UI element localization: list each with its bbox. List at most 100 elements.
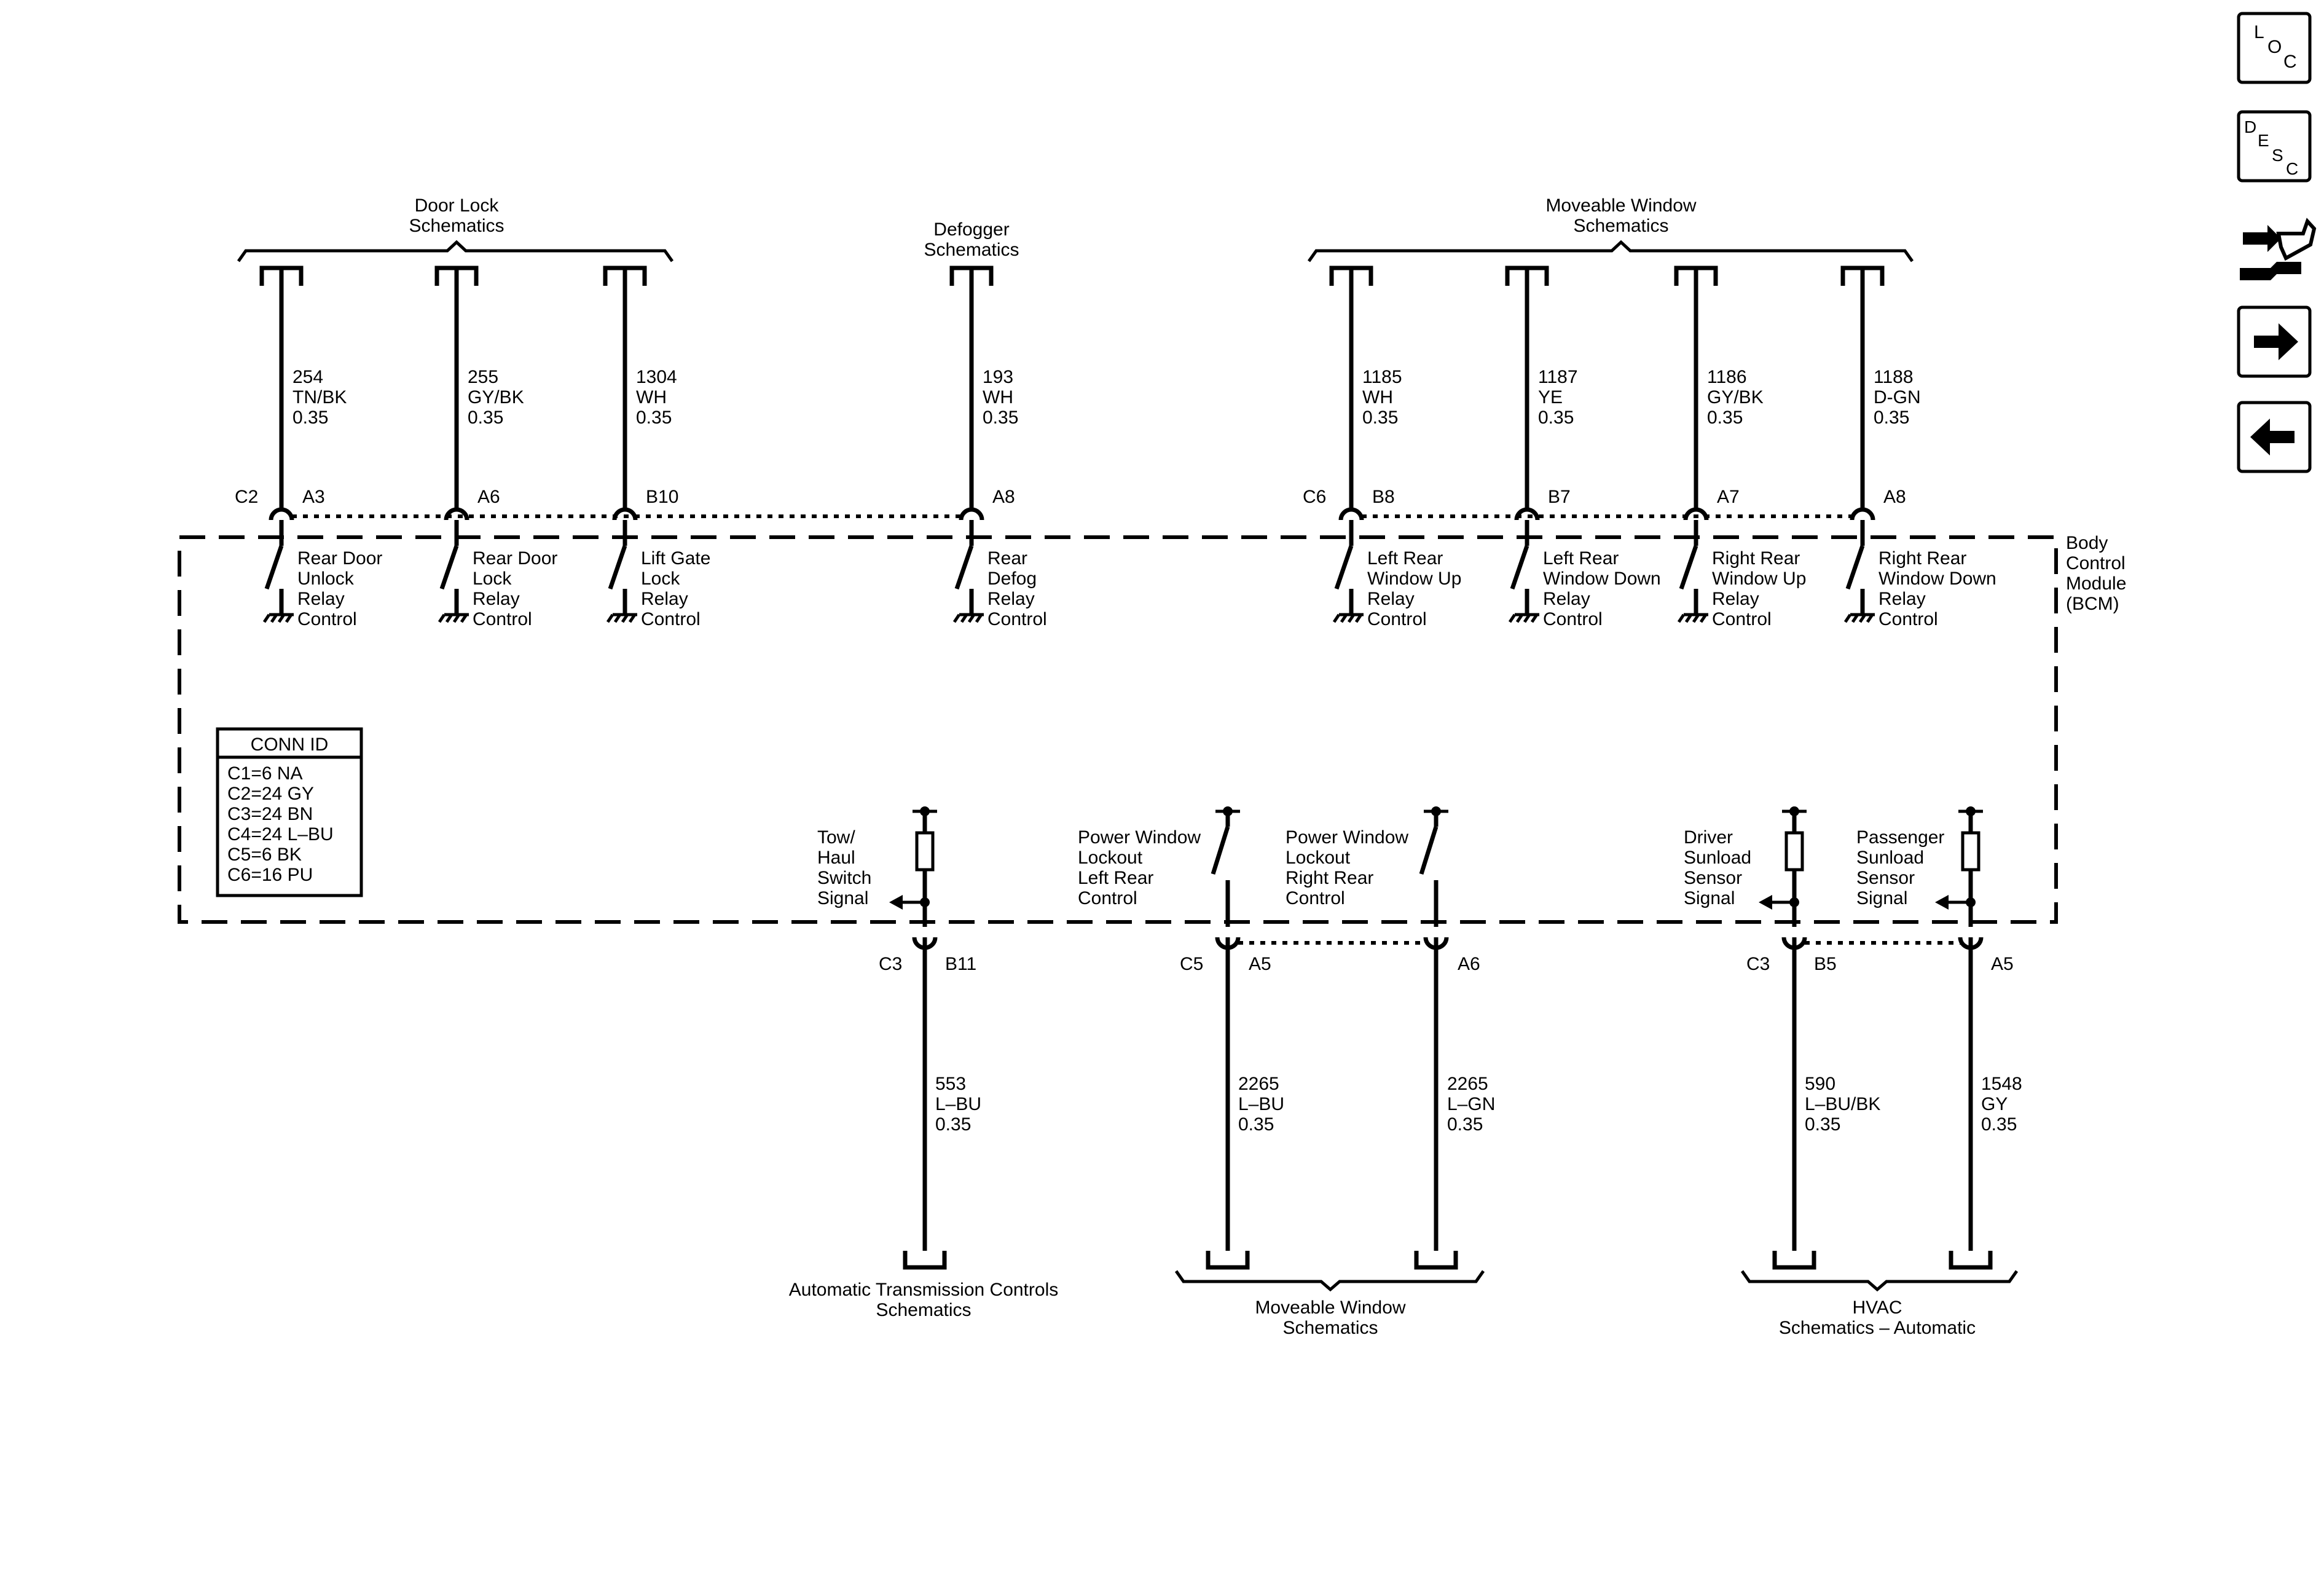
door-lock-brace: [237, 240, 674, 262]
relay-label-2: Window Down: [1878, 569, 1996, 589]
bottom-label-4: Control: [1078, 888, 1137, 908]
bottom-circuit-2265-right: Power Window Lockout Right Rear Control: [1286, 806, 1448, 927]
bcm-label-2: Control: [2066, 553, 2126, 573]
bottom-label-1: Driver: [1684, 827, 1733, 848]
bottom-label-4: Signal: [1684, 888, 1735, 908]
relay-label-3: Relay: [987, 589, 1035, 609]
signal-arrow-icon: [1935, 895, 1949, 910]
top-wire-color: GY/BK: [1707, 387, 1764, 408]
connector-repair-icon[interactable]: [2240, 218, 2317, 280]
bottom-connector: C5: [1180, 954, 1203, 974]
double-arrow-part: [2243, 225, 2281, 252]
relay-label-2: Window Up: [1367, 569, 1461, 589]
relay-label-3: Relay: [1712, 589, 1759, 609]
previous-page-button[interactable]: [2237, 401, 2312, 473]
bottom-terminal: [1414, 1251, 1458, 1270]
lockout-switch: [1419, 825, 1439, 875]
moveable-window-top-group: Moveable Window Schematics: [1307, 195, 1914, 262]
top-wire-gauge: 0.35: [636, 408, 672, 428]
relay-label-3: Relay: [641, 589, 688, 609]
desc-letter: D: [2244, 117, 2256, 136]
bottom-connector: C3: [1746, 954, 1770, 974]
relay-label-2: Defog: [987, 569, 1037, 589]
bottom-circuit-number: 2265: [1238, 1074, 1279, 1094]
top-circuit-1188: 1188 D-GN 0.35 A8 Right Rear Window Down…: [1840, 266, 1996, 629]
loc-letter: C: [2283, 52, 2297, 72]
bottom-pin: B11: [945, 954, 976, 974]
connector-pin-arc: [959, 507, 984, 521]
bottom-circuit-553: Tow/ Haul Switch Signal: [817, 806, 937, 927]
top-pin: B10: [646, 487, 678, 507]
top-wire-gauge: 0.35: [1362, 408, 1398, 428]
top-wire-color: TN/BK: [292, 387, 347, 408]
top-wire-gauge: 0.35: [468, 408, 503, 428]
top-circuit-number: 1185: [1362, 367, 1402, 387]
bcm-label-1: Body: [2066, 533, 2108, 553]
relay-switch: [1845, 545, 1865, 590]
hvac-group: HVAC Schematics – Automatic: [1740, 1270, 2019, 1338]
bcm-module-outline: [178, 535, 2058, 924]
moveable-window-top-title-2: Schematics: [1573, 216, 1668, 236]
defogger-title-1: Defogger: [933, 219, 1009, 240]
desc-letter: S: [2272, 146, 2283, 165]
conn-id-row: C2=24 GY: [227, 784, 314, 804]
top-circuit-number: 1187: [1538, 367, 1578, 387]
connector-repair-button[interactable]: [2240, 218, 2317, 280]
bcm-module-label: Body Control Module (BCM): [2066, 533, 2126, 614]
moveable-window-bottom-title-2: Schematics: [1282, 1318, 1378, 1338]
relay-switch: [264, 545, 284, 590]
door-lock-group: Door Lock Schematics: [237, 195, 674, 262]
trans-title-1: Automatic Transmission Controls: [789, 1280, 1059, 1300]
bottom-wires: C3 B11 553 L–BU 0.35 C5 A5 2265 L–BU 0.3…: [879, 937, 2022, 1270]
relay-label-1: Left Rear: [1543, 548, 1619, 569]
conn-id-row: C1=6 NA: [227, 763, 303, 784]
top-wire-color: WH: [1362, 387, 1393, 408]
bottom-circuit-number: 1548: [1981, 1074, 2022, 1094]
relay-label-1: Rear: [987, 548, 1027, 569]
bottom-terminal: [1772, 1251, 1816, 1270]
relay-label-2: Window Up: [1712, 569, 1806, 589]
ground-icon: [262, 613, 294, 623]
relay-label-4: Control: [1367, 609, 1427, 629]
top-circuit-number: 1304: [636, 367, 677, 387]
top-circuit-1304: 1304 WH 0.35 B10 Lift Gate Lock Relay Co…: [603, 266, 710, 629]
bottom-label-2: Lockout: [1286, 848, 1351, 868]
previous-arrow-icon[interactable]: [2250, 419, 2295, 455]
top-pin: B8: [1372, 487, 1395, 507]
trans-controls-group: Automatic Transmission Controls Schemati…: [789, 1280, 1059, 1320]
bottom-circuit-number: 553: [935, 1074, 966, 1094]
relay-switch: [439, 545, 459, 590]
loc-icon[interactable]: [2237, 12, 2312, 84]
connector-pin-arc: [1850, 507, 1875, 521]
ground-icon: [606, 613, 637, 623]
conn-id-title: CONN ID: [251, 734, 329, 755]
connector-body-part: [2276, 218, 2317, 261]
relay-switch: [1334, 545, 1354, 590]
top-circuit-number: 1188: [1874, 367, 1914, 387]
top-wire-color: D-GN: [1874, 387, 1921, 408]
ground-icon: [952, 613, 984, 623]
desc-button[interactable]: D E S C: [2237, 110, 2312, 183]
wrench-part: [2240, 262, 2301, 280]
next-arrow-icon[interactable]: [2254, 323, 2298, 360]
loc-button[interactable]: L O C: [2237, 12, 2312, 84]
bottom-label-2: Sunload: [1856, 848, 1924, 868]
top-circuit-255: 255 GY/BK 0.35 A6 Rear Door Lock Relay C…: [434, 266, 557, 629]
hvac-title-2: Schematics – Automatic: [1779, 1318, 1976, 1338]
bottom-pin: A6: [1458, 954, 1480, 974]
bottom-label-1: Power Window: [1286, 827, 1408, 848]
pullup-resistor: [1784, 831, 1804, 872]
relay-label-4: Control: [297, 609, 357, 629]
relay-label-1: Rear Door: [473, 548, 557, 569]
conn-id-frame: [216, 727, 363, 897]
bottom-label-2: Sunload: [1684, 848, 1751, 868]
bottom-pin: B5: [1814, 954, 1837, 974]
door-lock-title-1: Door Lock: [415, 195, 500, 216]
bottom-circuit-590: Driver Sunload Sensor Signal: [1684, 806, 1807, 927]
signal-arrow-icon: [889, 895, 903, 910]
bottom-wire-color: L–BU/BK: [1805, 1094, 1880, 1114]
next-page-button[interactable]: [2237, 305, 2312, 378]
desc-icon[interactable]: [2237, 110, 2312, 183]
connector-pin-arc: [269, 507, 294, 521]
defogger-group: Defogger Schematics: [924, 219, 1019, 260]
